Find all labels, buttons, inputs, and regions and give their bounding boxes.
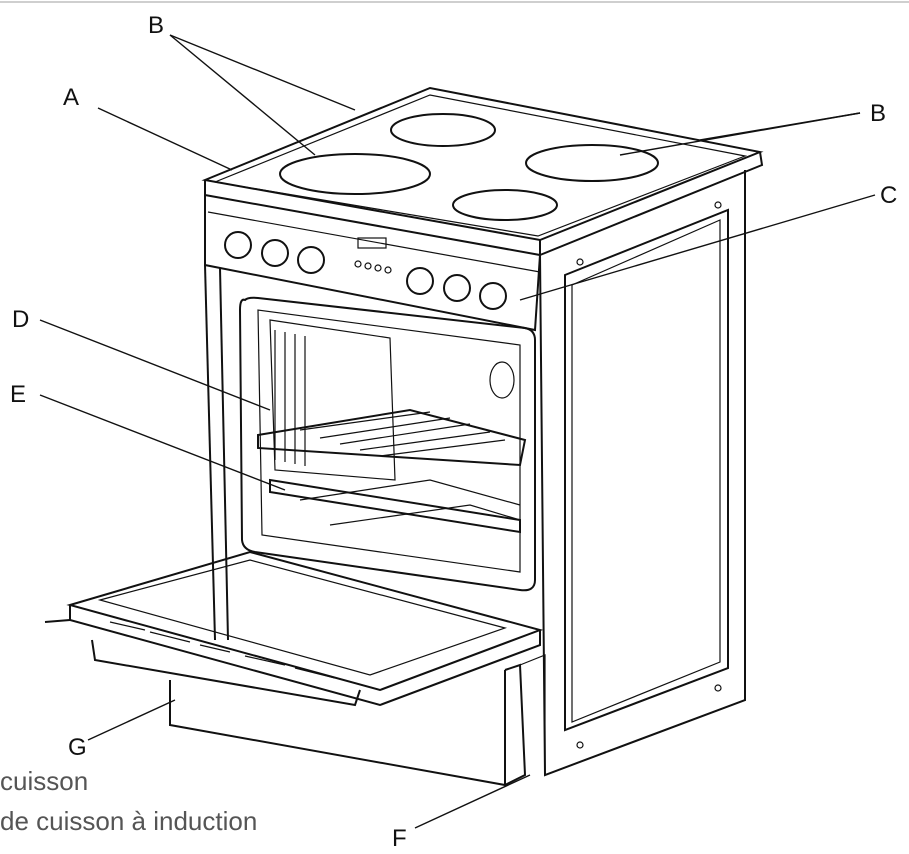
- leader-b-right-b: [619, 112, 861, 156]
- hotplate-back-right: [525, 144, 659, 182]
- oven-cavity: [204, 264, 536, 641]
- hotplate-front-right: [452, 189, 558, 221]
- leader-f: [414, 774, 531, 829]
- caption-line-1: cuisson: [0, 766, 89, 796]
- caption-line-2: de cuisson à induction: [0, 806, 258, 836]
- label-c: C: [880, 182, 897, 209]
- side-panel: [539, 170, 746, 777]
- leader-d: [39, 319, 271, 411]
- hotplate-back-left: [390, 113, 496, 147]
- knob-2: [261, 239, 289, 267]
- cooktop: [201, 86, 764, 257]
- hotplates: [279, 113, 659, 221]
- label-e: E: [10, 381, 26, 408]
- hotplate-front-left: [279, 153, 431, 195]
- leader-a: [97, 107, 233, 171]
- leader-e: [39, 394, 286, 491]
- control-panel: [204, 195, 541, 332]
- knob-5: [443, 274, 471, 302]
- knob-3: [297, 246, 325, 274]
- label-a: A: [63, 84, 79, 111]
- knob-6: [479, 282, 507, 310]
- knob-1: [224, 231, 252, 259]
- oven-door: [44, 550, 544, 707]
- storage-drawer: [169, 654, 546, 787]
- leader-b-top-b: [169, 34, 316, 156]
- oven-racks: [257, 408, 527, 534]
- leader-lines: [39, 34, 876, 829]
- knob-4: [406, 267, 434, 295]
- leader-b-top-a: [169, 34, 356, 111]
- leader-c: [519, 194, 876, 301]
- label-d: D: [12, 306, 29, 333]
- label-f: F: [392, 825, 407, 852]
- label-g: G: [68, 734, 87, 761]
- label-b-top: B: [148, 12, 164, 39]
- leader-g: [87, 699, 176, 741]
- label-b-right: B: [870, 100, 886, 127]
